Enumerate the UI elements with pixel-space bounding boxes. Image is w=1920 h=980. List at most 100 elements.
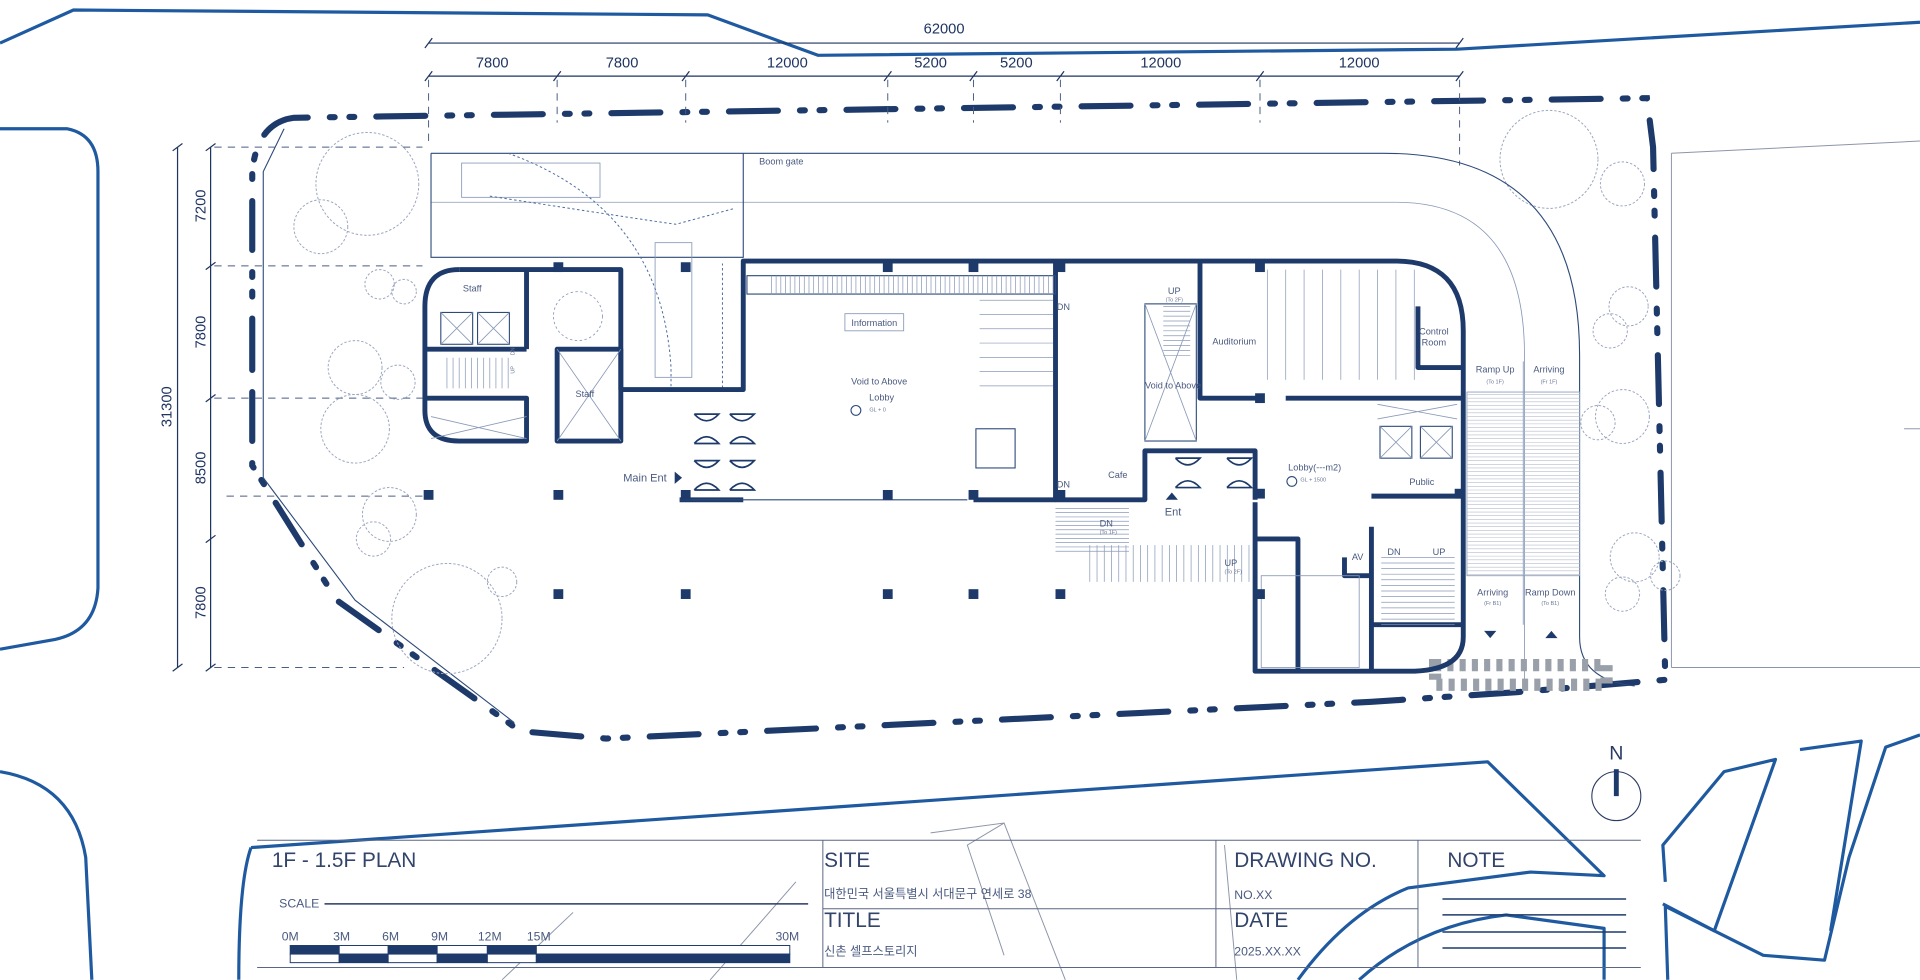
dim-bay: 5200 <box>1000 56 1033 72</box>
label-dn: DN <box>1100 519 1113 529</box>
tree-icon <box>355 521 392 557</box>
site-value: 대한민국 서울특별시 서대문구 연세로 38 <box>824 887 1031 901</box>
label-ramp-up-sub: (To 1F) <box>1486 379 1504 385</box>
revolving-doors[interactable] <box>693 413 1254 491</box>
tree-icon <box>361 487 417 542</box>
label-cafe: Cafe <box>1108 470 1127 480</box>
label-dn: DN <box>1057 480 1070 490</box>
column <box>1255 262 1265 273</box>
dim-bay: 12000 <box>1140 56 1181 72</box>
column <box>882 262 893 273</box>
trees <box>293 109 1681 675</box>
label-av: AV <box>1352 552 1364 562</box>
label-void: Void to Above <box>1145 380 1201 390</box>
title-block <box>257 839 1641 969</box>
dim-tick <box>205 142 216 152</box>
tree-icon <box>1609 532 1660 583</box>
label-up: UP <box>1224 558 1237 568</box>
building-walls <box>422 258 1466 674</box>
label-arriving-b1-sub: (Fr B1) <box>1484 601 1501 607</box>
scale-segment <box>436 945 488 955</box>
column <box>680 262 691 273</box>
dim-tick <box>883 70 892 82</box>
note-label: NOTE <box>1447 849 1505 872</box>
label-staff: Staff <box>463 284 482 294</box>
tree-icon <box>1604 576 1641 612</box>
dim-bay: 5200 <box>914 56 947 72</box>
label-void: Void to Above <box>851 377 907 387</box>
column <box>1055 262 1066 273</box>
tree-icon <box>1592 313 1628 349</box>
title-value: 신촌 셀프스토리지 <box>824 944 917 958</box>
dim-tick <box>424 70 433 82</box>
label-staff: Staff <box>576 389 595 399</box>
property-boundary <box>249 95 1669 742</box>
label-up: UP <box>1433 547 1446 557</box>
label-dn-sub: (To 1F) <box>1100 530 1118 536</box>
label-arriving: Arriving <box>1533 364 1564 374</box>
label-up: UP <box>1168 286 1181 296</box>
label-control-room: Room <box>1422 338 1447 348</box>
dimension-lines <box>172 37 1464 672</box>
stairs <box>446 269 1455 626</box>
north-label: N <box>1609 742 1623 764</box>
revolving-door-icon <box>1226 457 1254 489</box>
dim-tick <box>1255 70 1265 82</box>
date-value: 2025.XX.XX <box>1234 944 1301 958</box>
dim-tick <box>172 142 183 152</box>
tree-icon <box>1599 161 1645 207</box>
label-boom-gate: Boom gate <box>759 156 803 166</box>
column <box>423 490 434 500</box>
site-context-lines <box>501 140 1920 980</box>
tree-icon <box>1499 109 1599 209</box>
dim-bay: 12000 <box>767 56 808 72</box>
column <box>1255 393 1265 404</box>
dim-tick <box>1056 70 1065 82</box>
title-label: TITLE <box>824 909 881 932</box>
label-ramp-down-sub: (To B1) <box>1541 601 1559 607</box>
column <box>882 490 893 500</box>
tree-icon <box>364 269 395 300</box>
drawing-no-value: NO.XX <box>1234 888 1272 902</box>
tree-icon <box>1608 286 1649 327</box>
column <box>680 490 691 500</box>
column <box>1454 488 1465 499</box>
scale-segment <box>387 945 438 955</box>
tree-icon <box>391 562 503 675</box>
column <box>968 490 979 500</box>
dim-bay-v: 7800 <box>194 586 210 619</box>
dim-bay-v: 7200 <box>194 190 210 223</box>
label-arriving-sub: (Fr 1F) <box>1541 379 1558 385</box>
scale-segment <box>387 953 438 964</box>
scale-tick: 9M <box>431 930 448 944</box>
label-lobby-2-level: GL + 1500 <box>1300 477 1326 483</box>
dim-overall-width: 62000 <box>924 21 965 37</box>
revolving-door-icon <box>1174 457 1202 489</box>
tree-icon <box>320 394 390 464</box>
column <box>968 262 979 273</box>
column <box>553 262 564 273</box>
dim-tick <box>1455 37 1464 49</box>
column <box>882 589 893 599</box>
label-information: Information <box>851 318 897 328</box>
date-label: DATE <box>1234 909 1288 932</box>
dim-bay: 7800 <box>476 56 509 72</box>
column <box>680 589 691 599</box>
tree-icon <box>315 131 420 236</box>
scale-segment <box>338 945 389 955</box>
dim-tick <box>205 261 216 271</box>
drive-lane <box>430 152 1635 691</box>
label-up-sub: (To 2F) <box>1224 569 1242 575</box>
label-dn: DN <box>1057 302 1070 312</box>
tree-icon <box>380 364 416 400</box>
dim-tick <box>205 534 216 544</box>
scale-tick: 3M <box>333 930 350 944</box>
column <box>1255 488 1265 499</box>
dim-bay: 7800 <box>606 56 639 72</box>
revolving-door-icon <box>693 459 721 491</box>
dim-bay: 12000 <box>1339 56 1380 72</box>
dim-tick <box>552 70 562 82</box>
structural-columns <box>423 262 1465 599</box>
tree-icon <box>293 199 349 255</box>
